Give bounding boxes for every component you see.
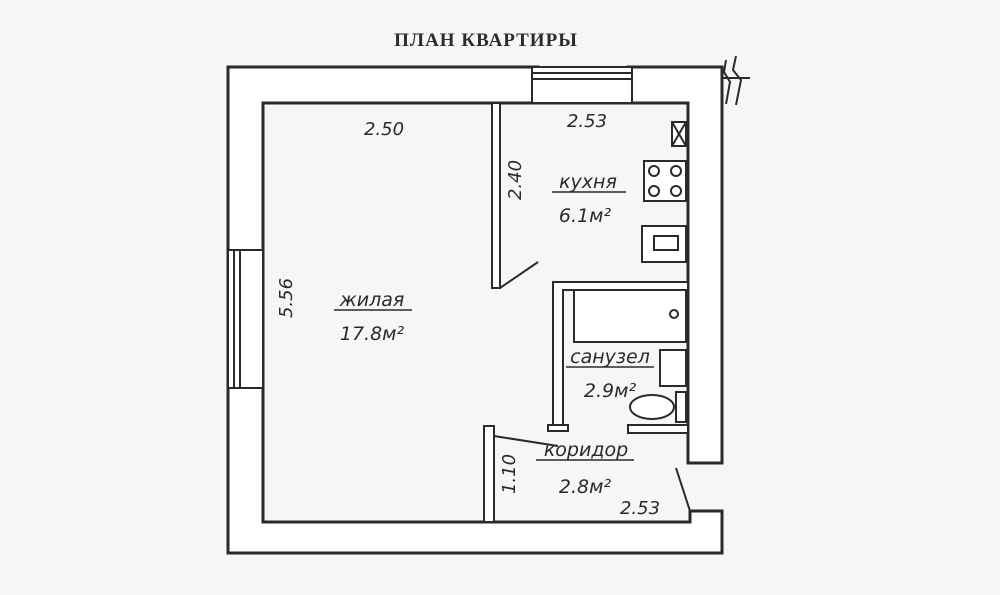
corridor-partition	[483, 425, 559, 523]
kitchen-sink-icon	[641, 225, 687, 263]
kitchen-area: 6.1м²	[559, 205, 612, 227]
washbasin-icon	[659, 349, 687, 387]
bathroom-area: 2.9м²	[584, 380, 637, 402]
kitchen-width-dimension: 2.53	[567, 111, 607, 132]
living-window	[227, 249, 264, 389]
corridor-depth-dimension: 1.10	[499, 454, 520, 494]
toilet-icon	[629, 391, 687, 423]
living-room-area: 17.8м²	[340, 323, 405, 345]
living-width-dimension: 2.50	[364, 119, 404, 140]
living-room-name: жилая	[339, 289, 405, 311]
plan-title: ПЛАН КВАРТИРЫ	[394, 30, 578, 51]
corridor-width-dimension: 2.53	[620, 498, 660, 519]
corridor-area: 2.8м²	[559, 476, 612, 498]
corridor-name: коридор	[544, 439, 628, 461]
bathroom-walls	[547, 281, 689, 434]
bathroom-name: санузел	[570, 346, 650, 368]
kitchen-window	[531, 66, 633, 104]
living-depth-dimension: 5.56	[276, 278, 297, 318]
kitchen-name: кухня	[559, 171, 617, 193]
stove-icon	[643, 160, 687, 202]
kitchen-partition	[491, 102, 539, 289]
ventilation-duct	[671, 121, 687, 147]
wall-break-symbol	[722, 55, 750, 106]
entrance-door	[675, 467, 691, 512]
bathtub-icon	[573, 289, 687, 343]
kitchen-depth-dimension: 2.40	[505, 160, 526, 200]
